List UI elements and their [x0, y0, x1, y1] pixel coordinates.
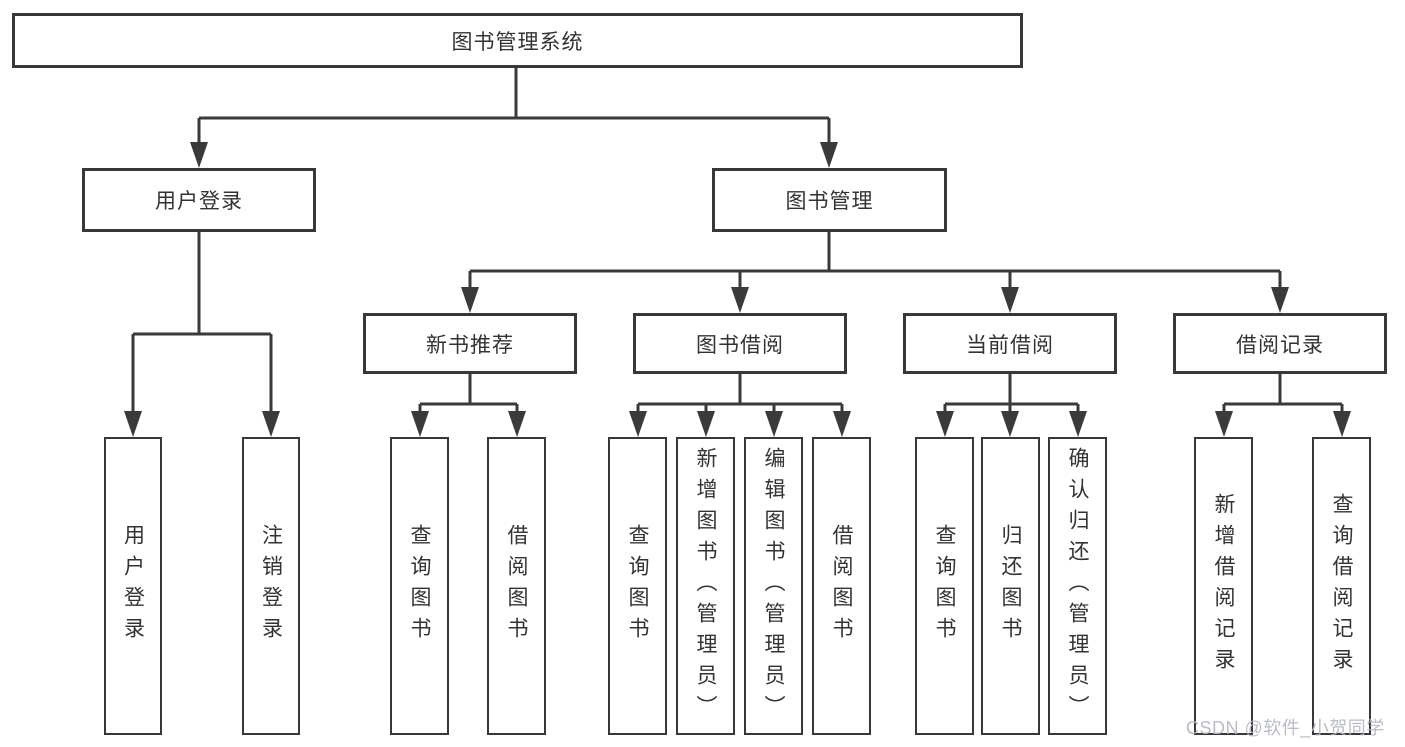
leaf-add-borrow-record: 新增借阅记录: [1194, 437, 1253, 735]
connector-borrowing-records-branch: [1222, 374, 1344, 433]
leaf-borrow-books-1-label: 借阅图书: [505, 524, 529, 648]
leaf-borrow-books-2: 借阅图书: [812, 437, 871, 735]
leaf-return-books: 归还图书: [981, 437, 1040, 735]
arrowhead-down-icon: [1333, 411, 1351, 437]
leaf-query-books-1-label: 查询图书: [408, 524, 432, 648]
node-user-login: 用户登录: [82, 168, 316, 232]
arrowhead-down-icon: [461, 287, 479, 313]
leaf-logout-label: 注销登录: [259, 524, 283, 648]
arrowhead-down-icon: [629, 411, 647, 437]
arrowhead-down-icon: [1215, 411, 1233, 437]
node-book-management-label: 图书管理: [785, 190, 874, 213]
connector-book-management-branch: [468, 232, 1282, 309]
arrowhead-down-icon: [262, 411, 280, 437]
arrowhead-down-icon: [411, 411, 429, 437]
arrowhead-down-icon: [820, 142, 838, 168]
arrowhead-down-icon: [190, 142, 208, 168]
arrowhead-down-icon: [731, 287, 749, 313]
arrowhead-down-icon: [833, 411, 851, 437]
node-book-borrowing-label: 图书借阅: [696, 333, 784, 357]
leaf-borrow-books-1: 借阅图书: [487, 437, 546, 735]
arrowhead-down-icon: [1001, 287, 1019, 313]
leaf-query-borrow-record-label: 查询借阅记录: [1330, 493, 1354, 679]
connector-new-book-branch: [418, 374, 519, 433]
connector-user-login-branch: [131, 232, 273, 433]
leaf-add-borrow-record-label: 新增借阅记录: [1212, 493, 1236, 679]
connector-book-borrowing-branch: [636, 374, 844, 433]
leaf-confirm-return-admin-label: 确认归还（管理员）: [1066, 446, 1090, 726]
node-new-book-recommend: 新书推荐: [363, 313, 577, 374]
arrowhead-down-icon: [1069, 411, 1087, 437]
leaf-confirm-return-admin: 确认归还（管理员）: [1048, 437, 1107, 735]
arrowhead-down-icon: [124, 411, 142, 437]
node-current-borrowing-label: 当前借阅: [966, 333, 1054, 357]
node-borrowing-records-label: 借阅记录: [1236, 333, 1324, 357]
node-borrowing-records: 借阅记录: [1173, 313, 1387, 374]
leaf-query-books-2: 查询图书: [608, 437, 667, 735]
leaf-logout: 注销登录: [242, 437, 300, 735]
leaf-borrow-books-2-label: 借阅图书: [830, 524, 854, 648]
arrowhead-down-icon: [1001, 411, 1019, 437]
node-current-borrowing: 当前借阅: [903, 313, 1117, 374]
leaf-edit-books-admin: 编辑图书（管理员）: [744, 437, 803, 735]
csdn-watermark: CSDN @软件_小贺同学: [1186, 718, 1385, 738]
leaf-query-books-3: 查询图书: [915, 437, 974, 735]
node-book-borrowing: 图书借阅: [633, 313, 847, 374]
node-user-login-label: 用户登录: [155, 190, 243, 213]
leaf-query-books-1: 查询图书: [390, 437, 449, 735]
leaf-query-borrow-record: 查询借阅记录: [1312, 437, 1371, 735]
leaf-edit-books-admin-label: 编辑图书（管理员）: [762, 446, 786, 726]
leaf-return-books-label: 归还图书: [999, 524, 1023, 648]
arrowhead-down-icon: [697, 411, 715, 437]
arrowhead-down-icon: [936, 411, 954, 437]
arrowhead-down-icon: [765, 411, 783, 437]
node-book-management: 图书管理: [712, 168, 947, 232]
leaf-add-books-admin: 新增图书（管理员）: [676, 437, 735, 735]
arrowhead-down-icon: [1271, 287, 1289, 313]
node-root-label: 图书管理系统: [451, 30, 584, 54]
arrowhead-down-icon: [508, 411, 526, 437]
node-root: 图书管理系统: [12, 13, 1023, 68]
leaf-add-books-admin-label: 新增图书（管理员）: [694, 446, 718, 726]
leaf-user-login: 用户登录: [104, 437, 162, 735]
leaf-query-books-3-label: 查询图书: [933, 524, 957, 648]
leaf-query-books-2-label: 查询图书: [626, 524, 650, 648]
leaf-user-login-label: 用户登录: [121, 524, 145, 648]
connector-root-to-level2: [197, 68, 831, 164]
node-new-book-recommend-label: 新书推荐: [426, 333, 514, 357]
